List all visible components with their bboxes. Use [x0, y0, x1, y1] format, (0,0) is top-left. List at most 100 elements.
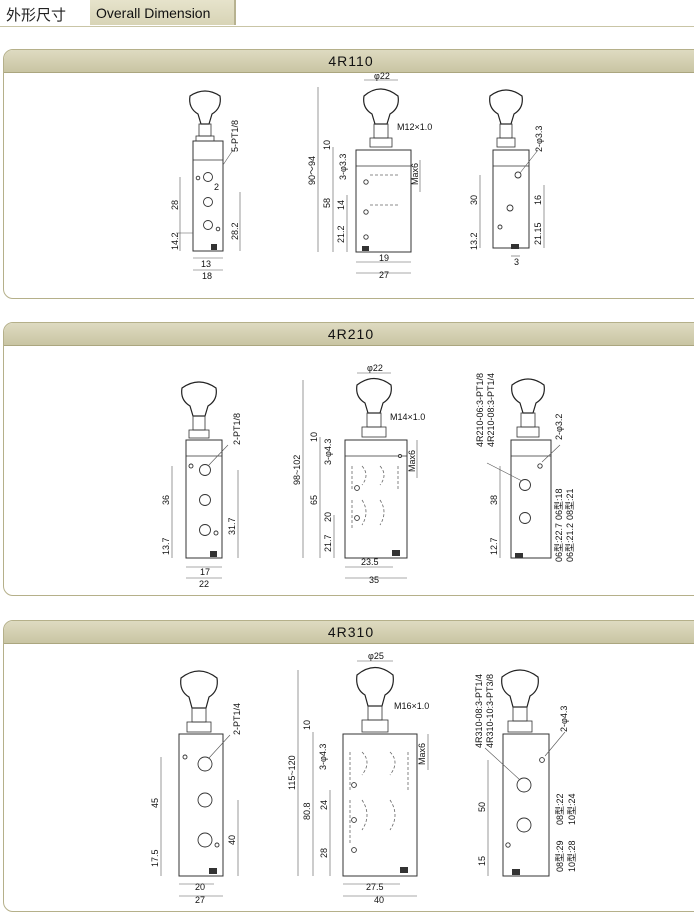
right-view: 2-φ3.3 30 13.2 16 21.15 3 — [469, 89, 545, 267]
front-view: 5-PT1/8 2 28 14.2 28.2 13 18 — [170, 90, 241, 281]
drawing-4r110: 5-PT1/8 2 28 14.2 28.2 13 18 φ22 M12×1.0… — [170, 71, 545, 281]
dim-h-total: 98~102 — [292, 455, 302, 485]
port2-label: 2 — [214, 182, 219, 192]
port-b-label: 4R310-10:3-PT3/8 — [485, 674, 495, 748]
dim-h-right: 28.2 — [230, 222, 240, 240]
right-view: 4R210-06:3-PT1/8 4R210-08:3-PT1/4 2-φ3.2… — [475, 373, 575, 562]
dim-w-outer: 27 — [379, 270, 389, 280]
dim-28: 28 — [319, 848, 329, 858]
dim-h-bot: 13.7 — [161, 537, 171, 555]
dim-16: 16 — [533, 195, 543, 205]
dim-w-outer: 35 — [369, 575, 379, 585]
dim-h-total: 90～94 — [307, 156, 317, 185]
max-label: Max6 — [417, 743, 427, 765]
value-b1: 06型:22.7 — [554, 523, 564, 562]
dim-h-top: 36 — [161, 495, 171, 505]
dim-14: 14 — [336, 200, 346, 210]
front-view: 2-PT1/8 36 13.7 31.7 17 22 — [161, 381, 242, 589]
header-rule — [0, 26, 694, 27]
port-a-label: 4R310-08:3-PT1/4 — [474, 674, 484, 748]
dim-w-outer: 27 — [195, 895, 205, 905]
drawing-4r210: 2-PT1/8 36 13.7 31.7 17 22 φ22 M14×1.0 1… — [161, 363, 575, 589]
holes-label: 3-φ4.3 — [318, 744, 328, 770]
dim-w-outer: 18 — [202, 271, 212, 281]
dim-80: 80.8 — [302, 802, 312, 820]
dia-label: φ22 — [367, 363, 383, 373]
dim-38: 38 — [489, 495, 499, 505]
panel-4r110: 4R110 — [3, 49, 694, 299]
dim-21: 21.15 — [533, 222, 543, 245]
thread-label: M16×1.0 — [394, 701, 429, 711]
dim-13: 13.2 — [469, 232, 479, 250]
right-view: 4R310-08:3-PT1/4 4R310-10:3-PT3/8 2-φ4.3… — [474, 669, 577, 877]
dim-w-inner: 17 — [200, 567, 210, 577]
value-a1: 08型:22 — [555, 793, 565, 825]
value-a2: 08型:21 — [565, 488, 575, 520]
port-label: 2-PT1/8 — [232, 413, 242, 445]
dim-h-bot: 14.2 — [170, 232, 180, 250]
dim-30: 30 — [469, 195, 479, 205]
dim-24: 24 — [319, 800, 329, 810]
dim-21: 21.2 — [336, 225, 346, 243]
dim-h-top: 28 — [170, 200, 180, 210]
port-label: 5-PT1/8 — [230, 120, 240, 152]
dim-12: 12.7 — [489, 537, 499, 555]
max-label: Max6 — [407, 450, 417, 472]
panel-title: 4R310 — [327, 624, 375, 640]
dim-65: 65 — [309, 495, 319, 505]
panel-bar — [4, 50, 694, 73]
dim-h-top: 10 — [309, 432, 319, 442]
panel-title: 4R210 — [327, 326, 375, 342]
page-header: 外形尺寸 Overall Dimension — [0, 0, 694, 30]
dim-h-top: 45 — [150, 798, 160, 808]
value-b2: 06型:21.2 — [565, 523, 575, 562]
dia-label: φ25 — [368, 651, 384, 661]
dim-w-inner: 20 — [195, 882, 205, 892]
dim-3: 3 — [514, 257, 519, 267]
front-view: 2-PT1/4 45 17.5 40 20 27 — [150, 670, 242, 905]
dim-58: 58 — [322, 198, 332, 208]
value-b2: 10型:28 — [567, 840, 577, 872]
dim-50: 50 — [477, 802, 487, 812]
holes-label: 3-φ3.3 — [338, 154, 348, 180]
side-view: φ22 M14×1.0 10 98~102 3-φ4.3 Max6 65 20 … — [292, 363, 425, 585]
dim-w-outer: 40 — [374, 895, 384, 905]
dim-h-bot: 17.5 — [150, 849, 160, 867]
thread-label: M14×1.0 — [390, 412, 425, 422]
dim-w-inner: 23.5 — [361, 557, 379, 567]
panel-bar — [4, 621, 694, 644]
side-view: φ25 M16×1.0 10 115~120 3-φ4.3 Max6 80.8 … — [287, 651, 429, 905]
dim-w-inner: 13 — [201, 259, 211, 269]
dia-label: φ22 — [374, 71, 390, 81]
side-view: φ22 M12×1.0 10 90～94 3-φ3.3 Max6 58 14 2… — [307, 71, 432, 280]
dim-w-outer: 22 — [199, 579, 209, 589]
value-a2: 10型:24 — [567, 793, 577, 825]
port-label: 2-PT1/4 — [232, 703, 242, 735]
panel-title: 4R110 — [328, 53, 374, 69]
dim-h-right: 40 — [227, 835, 237, 845]
title-cn: 外形尺寸 — [6, 6, 67, 24]
dim-w-inner: 19 — [379, 253, 389, 263]
port-a-label: 4R210-06:3-PT1/8 — [475, 373, 485, 447]
thread-label: M12×1.0 — [397, 122, 432, 132]
title-tab — [90, 0, 236, 25]
dim-h-total: 115~120 — [287, 755, 297, 790]
value-b1: 08型:29 — [555, 840, 565, 872]
title-en: Overall Dimension — [96, 5, 211, 21]
holes-label: 2-φ3.2 — [554, 414, 564, 440]
dim-h-top: 10 — [302, 720, 312, 730]
dim-h-right: 31.7 — [227, 517, 237, 535]
dim-20: 20 — [323, 512, 333, 522]
value-a1: 06型:18 — [554, 488, 564, 520]
dim-w-inner: 27.5 — [366, 882, 384, 892]
dim-21: 21.7 — [323, 534, 333, 552]
dim-h-top: 10 — [322, 140, 332, 150]
max-label: Max6 — [410, 163, 420, 185]
holes-label: 3-φ4.3 — [323, 439, 333, 465]
dim-15: 15 — [477, 856, 487, 866]
port-b-label: 4R210-08:3-PT1/4 — [486, 373, 496, 447]
holes-label: 2-φ3.3 — [534, 126, 544, 152]
panel-bar — [4, 323, 694, 346]
holes-label: 2-φ4.3 — [559, 706, 569, 732]
